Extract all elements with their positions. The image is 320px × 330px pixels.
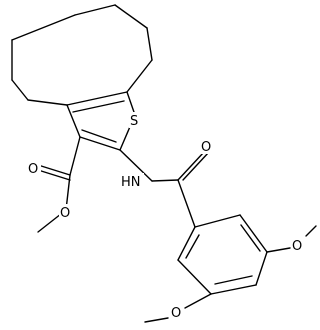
thiophene-ring xyxy=(66,91,136,151)
ester-carbonyl-oxygen-label: O xyxy=(28,162,38,177)
ester-ether-oxygen-label: O xyxy=(60,206,70,221)
amide-oxygen-label: O xyxy=(201,140,211,155)
methyl-ester xyxy=(37,136,81,233)
cyclooctane-ring xyxy=(11,4,153,106)
atom-labels: S HN O O O O O xyxy=(27,112,305,321)
methoxy-groups xyxy=(144,225,317,323)
methoxy-oxygen-lower-label: O xyxy=(171,306,181,321)
sulfur-label: S xyxy=(130,114,138,129)
benzene-ring xyxy=(177,214,268,295)
amide-linkage xyxy=(119,149,210,228)
amide-nh-label: HN xyxy=(121,175,141,190)
methoxy-oxygen-upper-label: O xyxy=(292,239,302,254)
